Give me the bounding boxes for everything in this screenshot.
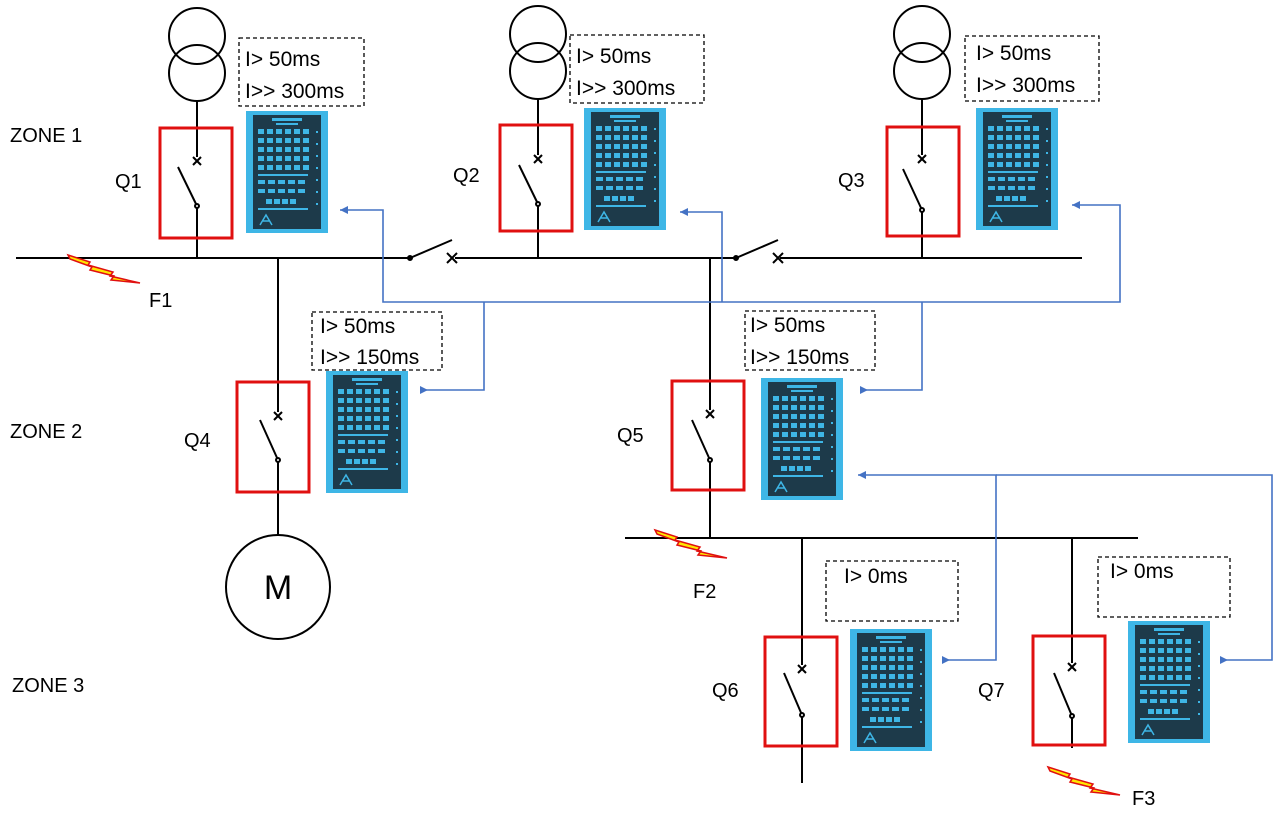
fault-f2-bolt-icon (654, 529, 728, 559)
breaker-q5-box (670, 379, 746, 492)
q1-setting-1: I> 50ms (245, 48, 320, 71)
q4-settings-box (311, 311, 443, 371)
breaker-q2-box (498, 123, 574, 233)
breaker-q6-box (763, 635, 839, 748)
breaker-q3-box (885, 125, 961, 238)
fault-f3-label: F3 (1132, 788, 1155, 810)
relay-q6-device (849, 628, 933, 752)
q4-setting-1: I> 50ms (320, 315, 395, 338)
relay-q4-device (325, 370, 409, 494)
breaker-q4-label: Q4 (184, 430, 211, 452)
breaker-q7-label: Q7 (978, 680, 1005, 702)
q3-setting-1: I> 50ms (976, 42, 1051, 65)
feeder-wiring (196, 99, 1138, 783)
bus-coupler-switch-right (733, 239, 784, 264)
q5-settings-box (744, 310, 876, 371)
q6-setting-1: I> 0ms (844, 565, 908, 588)
fault-f1-bolt-icon (67, 254, 141, 284)
zone-2-label: ZONE 2 (10, 421, 82, 443)
transformer-1-icon (168, 7, 226, 102)
fault-f1-label: F1 (149, 290, 172, 312)
q6-settings-box (825, 560, 959, 622)
motor-symbol: M (225, 534, 331, 640)
q7-setting-1: I> 0ms (1110, 560, 1174, 583)
bus-coupler-switch-left (407, 239, 458, 264)
breaker-q5-label: Q5 (617, 425, 644, 447)
breaker-q7-box (1031, 634, 1107, 747)
q3-settings-box (964, 35, 1100, 102)
blocking-signal-lines (340, 204, 1273, 661)
breaker-q1-label: Q1 (115, 171, 142, 193)
breaker-q1-box (158, 126, 234, 240)
fault-f3-bolt-icon (1047, 766, 1121, 796)
q2-setting-2: I>> 300ms (576, 77, 675, 100)
relay-q7-device (1127, 620, 1211, 744)
q7-settings-box (1097, 556, 1231, 618)
motor-label: M (264, 569, 292, 607)
breaker-q3-label: Q3 (838, 170, 865, 192)
transformer-2-icon (509, 5, 567, 100)
relay-q2-device (583, 107, 667, 231)
relay-q3-device (975, 107, 1059, 231)
q5-setting-2: I>> 150ms (750, 346, 849, 369)
signal-arrowheads (340, 201, 1228, 664)
switch-symbols (177, 154, 1077, 719)
breaker-q6-label: Q6 (712, 680, 739, 702)
q4-setting-2: I>> 150ms (320, 346, 419, 369)
q5-setting-1: I> 50ms (750, 314, 825, 337)
breaker-q4-box (235, 380, 311, 494)
fault-f2-label: F2 (693, 581, 716, 603)
zone-1-label: ZONE 1 (10, 125, 82, 147)
breaker-q2-label: Q2 (453, 165, 480, 187)
q1-settings-box (238, 37, 365, 107)
relay-q1-device (245, 110, 329, 234)
transformer-3-icon (893, 5, 951, 100)
q3-setting-2: I>> 300ms (976, 74, 1075, 97)
q1-setting-2: I>> 300ms (245, 80, 344, 103)
relay-q5-device (760, 377, 844, 501)
zone-3-label: ZONE 3 (12, 675, 84, 697)
q2-settings-box (569, 34, 705, 104)
q2-setting-1: I> 50ms (576, 45, 651, 68)
